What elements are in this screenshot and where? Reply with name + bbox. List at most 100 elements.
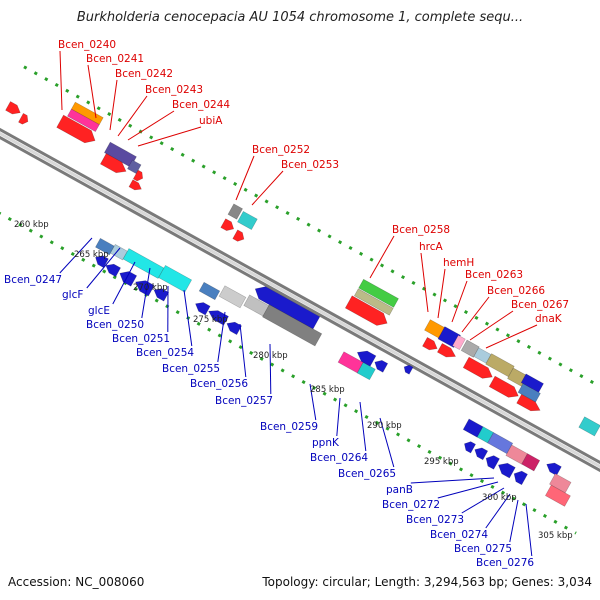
gene-shape bbox=[220, 218, 235, 231]
leader-reverse bbox=[112, 261, 136, 305]
gene-forward-rect bbox=[237, 210, 258, 231]
gene-reverse-rect bbox=[356, 362, 376, 381]
gene-reverse-arrow bbox=[513, 470, 528, 486]
gene-shape bbox=[462, 356, 493, 379]
gene-reverse-arrow bbox=[497, 462, 516, 479]
gene-reverse-rect bbox=[549, 473, 572, 494]
gene-shape bbox=[485, 455, 500, 470]
gene-reverse-rect bbox=[198, 281, 221, 301]
gene-forward-rect bbox=[70, 101, 104, 126]
leader-reverse bbox=[86, 247, 121, 289]
leader-reverse bbox=[141, 267, 151, 319]
gene-label-reverse: Bcen_0264 bbox=[310, 452, 368, 464]
gene-reverse-rect bbox=[218, 285, 247, 309]
gene-shape bbox=[132, 169, 144, 182]
gene-label-forward: dnaK bbox=[535, 313, 563, 325]
gene-shape bbox=[105, 263, 121, 278]
gene-label-forward: Bcen_0240 bbox=[58, 39, 116, 51]
gene-forward-rect bbox=[353, 288, 394, 316]
gene-reverse-rect bbox=[505, 444, 528, 465]
leader-forward bbox=[451, 280, 468, 323]
gene-shape bbox=[516, 393, 541, 412]
gene-label-reverse: Bcen_0255 bbox=[162, 363, 220, 375]
gene-reverse-rect bbox=[476, 426, 494, 444]
gene-label-forward: Bcen_0252 bbox=[252, 144, 310, 156]
gene-forward-rect bbox=[227, 203, 243, 220]
gene-label-reverse: Bcen_0265 bbox=[338, 468, 396, 480]
gene-reverse-rect bbox=[95, 237, 115, 256]
gene-forward-arrow bbox=[99, 153, 127, 174]
gene-forward-arrow bbox=[344, 295, 388, 326]
leader-reverse bbox=[509, 499, 519, 543]
leader-forward bbox=[251, 170, 284, 206]
leader-reverse bbox=[525, 503, 533, 557]
gene-label-reverse: ppnK bbox=[312, 437, 340, 449]
gene-forward-rect bbox=[517, 383, 541, 403]
gene-shape bbox=[95, 255, 109, 269]
gene-shape bbox=[452, 334, 466, 351]
gene-label-reverse: Bcen_0274 bbox=[430, 529, 488, 541]
gene-forward-arrow bbox=[516, 393, 541, 412]
gene-forward-arrow bbox=[132, 169, 144, 182]
gene-label-reverse: Bcen_0247 bbox=[4, 274, 62, 286]
gene-reverse-arrow bbox=[195, 302, 211, 316]
gene-reverse-rect bbox=[262, 304, 323, 347]
gene-shape bbox=[119, 271, 138, 287]
gene-shape bbox=[546, 462, 562, 476]
forward-dot-track bbox=[23, 65, 600, 389]
accession-label: Accession: NC_008060 bbox=[8, 575, 145, 589]
gene-reverse-arrow bbox=[119, 271, 138, 287]
gene-label-forward: Bcen_0263 bbox=[465, 269, 523, 281]
leader-forward bbox=[59, 50, 63, 111]
gene-label-forward: hrcA bbox=[419, 241, 444, 253]
gene-forward-arrow bbox=[462, 356, 493, 379]
gene-shape bbox=[198, 281, 221, 301]
leader-reverse bbox=[217, 311, 226, 363]
gene-forward-arrow bbox=[220, 218, 235, 231]
leader-reverse bbox=[183, 289, 193, 347]
gene-shape bbox=[464, 441, 476, 454]
gene-forward-arrow bbox=[18, 112, 29, 125]
gene-label-reverse: Bcen_0259 bbox=[260, 421, 318, 433]
gene-label-forward: ubiA bbox=[199, 115, 223, 127]
gene-label-reverse: glcE bbox=[88, 305, 110, 317]
gene-label-forward: Bcen_0242 bbox=[115, 68, 173, 80]
gene-shape bbox=[497, 462, 516, 479]
gene-forward-rect bbox=[67, 108, 100, 133]
gene-shape bbox=[18, 112, 29, 125]
gene-label-forward: Bcen_0253 bbox=[281, 159, 339, 171]
gene-forward-rect bbox=[473, 347, 492, 364]
gene-label-forward: Bcen_0241 bbox=[86, 53, 144, 65]
scale-label: 300 kbp bbox=[482, 493, 517, 503]
chromosome-backbone bbox=[0, 127, 600, 473]
gene-label-reverse: Bcen_0257 bbox=[215, 395, 273, 407]
gene-shape bbox=[109, 244, 128, 261]
leader-reverse bbox=[437, 481, 499, 499]
gene-shape bbox=[521, 453, 541, 472]
leader-forward bbox=[420, 252, 429, 313]
map-title: Burkholderia cenocepacia AU 1054 chromos… bbox=[76, 10, 524, 25]
gene-reverse-arrow bbox=[374, 360, 389, 373]
gene-shape bbox=[67, 108, 100, 133]
gene-shape bbox=[517, 383, 541, 403]
gene-forward-rect bbox=[578, 416, 600, 437]
gene-forward-arrow bbox=[128, 179, 142, 191]
gene-shape bbox=[358, 278, 399, 308]
scale-label: 270 kbp bbox=[133, 283, 168, 293]
gene-labels: Bcen_0240Bcen_0241Bcen_0242Bcen_0243Bcen… bbox=[4, 39, 569, 569]
gene-label-forward: Bcen_0244 bbox=[172, 99, 230, 111]
scale-label: 305 kbp bbox=[538, 531, 573, 541]
gene-shape bbox=[262, 304, 323, 347]
gene-shape bbox=[505, 444, 528, 465]
gene-reverse-rect bbox=[122, 248, 165, 279]
gene-shape bbox=[513, 470, 528, 486]
scale-label: 260 kbp bbox=[14, 220, 49, 230]
gene-reverse-arrow bbox=[464, 441, 476, 454]
gene-shape bbox=[353, 288, 394, 316]
gene-forward-rect bbox=[358, 278, 399, 308]
gene-shape bbox=[436, 343, 457, 358]
gene-shape bbox=[122, 248, 165, 279]
gene-shape bbox=[578, 416, 600, 437]
leader-forward bbox=[109, 79, 118, 131]
